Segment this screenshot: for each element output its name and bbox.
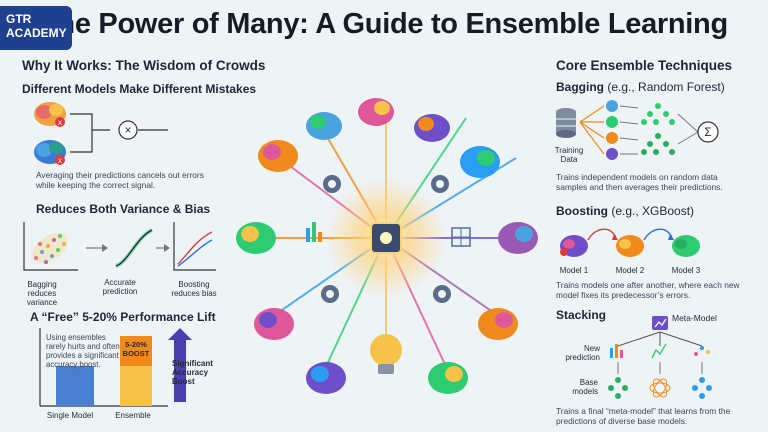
brain-icon [306, 112, 342, 140]
lift-chart [39, 328, 192, 407]
gear-icon [433, 285, 451, 303]
arrow-right-icon [86, 244, 108, 252]
brain-icon [414, 114, 450, 142]
bagging-heading: Bagging (e.g., Random Forest) [556, 80, 725, 94]
svg-text:x: x [58, 156, 62, 165]
network-icon [649, 378, 671, 398]
ensemble-brain-illustration [236, 98, 538, 394]
brain-icon [258, 140, 298, 172]
lightbulb-icon [370, 334, 402, 374]
brain-icon [672, 235, 700, 257]
new-prediction-label: New prediction [565, 344, 600, 362]
brain-icon [306, 362, 346, 394]
brain-icon [616, 235, 644, 257]
brain-icon [460, 146, 500, 178]
brain-icon [428, 362, 468, 394]
meta-model-icon [652, 316, 668, 330]
logo-line1: GTR [6, 12, 32, 26]
gear-icon [321, 285, 339, 303]
boosting-example: (e.g., XGBoost) [611, 204, 695, 218]
line-chart-icon [651, 343, 667, 359]
right-heading: Core Ensemble Techniques [556, 58, 733, 73]
arrow-icon [587, 228, 617, 241]
mistakes-heading: Different Models Make Different Mistakes [22, 82, 257, 96]
bagging-example: (e.g., Random Forest) [607, 80, 725, 94]
scatter-icon [694, 346, 710, 356]
boosting-desc: Trains models one after another, where e… [556, 280, 740, 300]
brain-icon [498, 222, 538, 254]
brain-icon [358, 98, 394, 126]
arrow-right-icon [156, 244, 170, 252]
brain-icon [34, 102, 66, 126]
single-model-label: Single Model [46, 411, 94, 420]
svg-text:×: × [124, 123, 131, 137]
brain-icon [478, 308, 518, 340]
scatter-icon [23, 222, 78, 271]
chip-core [380, 232, 392, 244]
left-heading: Why It Works: The Wisdom of Crowds [22, 58, 266, 73]
variance-bias-diagram [23, 222, 216, 271]
tree-icon [641, 103, 675, 125]
error-icon: x [55, 155, 65, 165]
brain-icon [236, 222, 276, 254]
gear-icon [431, 175, 449, 193]
ensemble-base-bar [120, 366, 152, 406]
ensemble-label: Ensemble [115, 411, 151, 420]
model3-label: Model 3 [671, 266, 701, 275]
model2-label: Model 2 [615, 266, 645, 275]
gear-icon [323, 175, 341, 193]
mistakes-diagram: x x × [34, 102, 168, 165]
bagging-variance-label: Bagging reduces variance [26, 280, 58, 307]
meta-model-label: Meta-Model [672, 313, 717, 323]
stacking-diagram [608, 316, 712, 399]
tree-icon [692, 377, 712, 399]
single-model-bar [56, 366, 94, 406]
grid-icon [451, 227, 471, 247]
svg-text:x: x [58, 118, 62, 127]
academy-logo: GTR ACADEMY [0, 6, 72, 50]
sum-symbol: Σ [704, 125, 711, 139]
boosting-diagram [560, 228, 700, 257]
bagging-desc: Trains independent models on random data… [556, 172, 723, 192]
logo-line2: ACADEMY [6, 26, 67, 40]
boosting-name: Boosting [556, 204, 608, 218]
database-icon [556, 108, 576, 138]
variance-heading: Reduces Both Variance & Bias [36, 202, 211, 216]
bagging-diagram: Σ [556, 100, 719, 160]
mistakes-caption-line2: while keeping the correct signal. [36, 180, 156, 190]
training-data-label: Training Data [554, 146, 584, 164]
boost-arrow-icon [168, 328, 192, 402]
model1-label: Model 1 [559, 266, 589, 275]
bias-curve-icon [173, 222, 216, 271]
bagging-name: Bagging [556, 80, 604, 94]
boost-label: 5-20% BOOST [122, 340, 150, 358]
accurate-prediction-label: Accurate prediction [102, 278, 138, 296]
error-icon [560, 248, 568, 256]
lift-note: Using ensembles rarely hurts and often p… [46, 333, 120, 369]
stacking-desc: Trains a final “meta-model” that learns … [556, 406, 731, 426]
ensemble-boost-bar [120, 336, 152, 366]
brain-icon [254, 308, 294, 340]
stacking-heading: Stacking [556, 308, 607, 322]
sample-icon [606, 100, 618, 160]
boosting-heading: Boosting (e.g., XGBoost) [556, 204, 694, 218]
bar-chart-icon [306, 222, 322, 242]
lift-heading: A “Free” 5-20% Performance Lift [30, 310, 216, 324]
mistakes-caption-line1: Averaging their predictions cancels out … [36, 170, 204, 180]
cancel-icon: × [118, 120, 138, 140]
sum-icon: Σ [697, 121, 719, 143]
boosting-bias-label: Boosting reduces bias [171, 280, 217, 298]
page-title: The Power of Many: A Guide to Ensemble L… [40, 8, 728, 40]
base-models-label: Base models [572, 378, 598, 396]
accurate-curve-icon [115, 228, 154, 268]
arrow-icon [643, 228, 673, 241]
significant-label: Significant Accuracy Boost [172, 359, 213, 386]
error-icon: x [55, 117, 65, 127]
tree-icon [608, 377, 628, 399]
tree-icon [641, 133, 675, 155]
bar-chart-icon [610, 344, 623, 358]
